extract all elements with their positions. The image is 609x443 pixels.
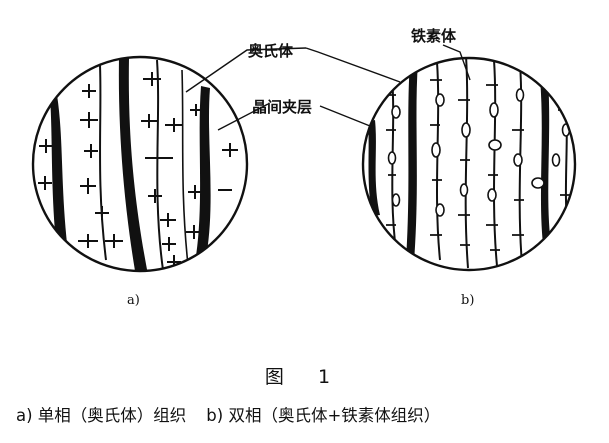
subfigure-label-a: a): [127, 293, 140, 308]
label-austenite: 奥氏体: [248, 42, 294, 60]
single-phase-micrograph: [31, 55, 249, 273]
tick-marks: [386, 79, 570, 251]
ferrite-islands: [387, 88, 571, 217]
caption-part-b: b) 双相（奥氏体+铁素体组织）: [206, 406, 441, 425]
micrograph-outline-a: [31, 55, 249, 273]
leader-lines: [185, 44, 471, 131]
subfigure-label-b: b): [461, 293, 474, 308]
label-ferrite: 铁素体: [411, 27, 457, 45]
intergranular-band: [406, 62, 418, 262]
figure-caption: a) 单相（奥氏体）组织 b) 双相（奥氏体+铁素体组织）: [16, 402, 606, 426]
intergranular-band: [196, 86, 211, 258]
micrograph-outline-b: [361, 56, 577, 272]
intergranular-band: [118, 58, 150, 271]
intergranular-band: [540, 78, 552, 253]
dual-phase-micrograph: [361, 56, 577, 272]
caption-part-a: a) 单相（奥氏体）组织: [16, 406, 187, 425]
figure-number: 图 1: [264, 366, 345, 388]
intergranular-band: [50, 95, 69, 262]
intergranular-band: [368, 120, 380, 216]
label-intergranular-layer: 晶间夹层: [252, 98, 312, 116]
